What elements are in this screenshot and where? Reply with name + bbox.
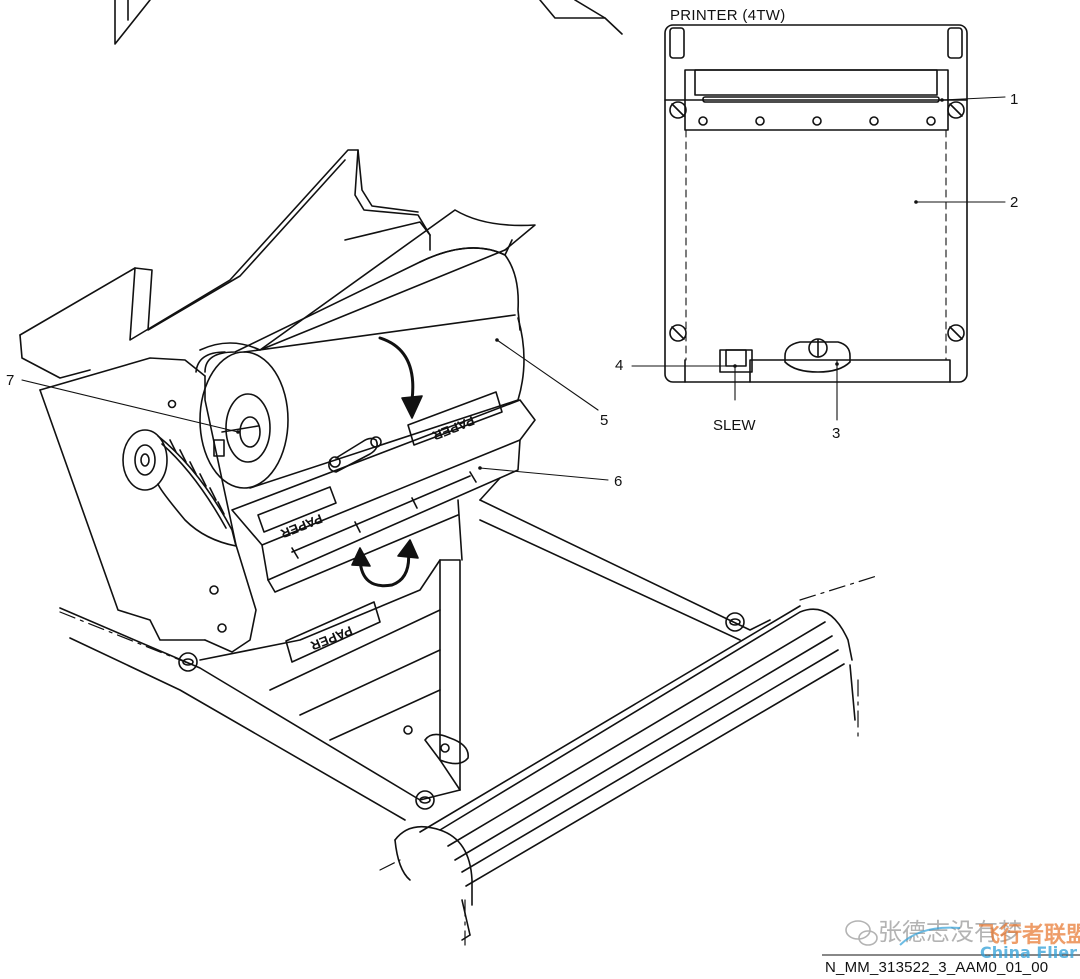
callout-1: 1 [1010, 91, 1018, 108]
callout-3: 3 [832, 425, 840, 442]
watermark: 张德志没有梦 飞行者联盟 China Flier [845, 918, 1080, 962]
paper-marking-left: PAPER [278, 511, 325, 542]
paper-guide [231, 391, 536, 593]
printer-tray-frame [59, 477, 771, 821]
paper-roll [195, 209, 536, 489]
china-flier-logo: 飞行者联盟 China Flier [899, 922, 1080, 962]
wechat-icon [845, 920, 878, 946]
logo-en: China Flier [980, 943, 1077, 962]
callout-5: 5 [600, 412, 608, 429]
printer-front-panel [664, 24, 968, 383]
back-mounting-plate [19, 149, 431, 379]
callout-7: 7 [6, 372, 14, 389]
slew-label: SLEW [713, 417, 756, 434]
callout-leaders [21, 96, 1006, 481]
hidden-lines [59, 574, 881, 946]
drive-belt [122, 429, 237, 547]
watermark-text: 张德志没有梦 [878, 918, 1022, 946]
rotation-arrow [351, 539, 419, 588]
left-side-plate [39, 357, 257, 653]
printer-panel-dashed-edges [685, 129, 947, 361]
cropped-top-shapes [114, 0, 623, 45]
figure-reference: N_MM_313522_3_AAM0_01_00 [825, 959, 1048, 976]
paper-marking-right: PAPER [430, 413, 477, 444]
callout-2: 2 [1010, 194, 1018, 211]
printer-panel-title: PRINTER (4TW) [670, 7, 786, 24]
callout-6: 6 [614, 473, 622, 490]
callout-dots [236, 98, 944, 470]
callout-4: 4 [615, 357, 623, 374]
logo-cn: 飞行者联盟 [978, 922, 1080, 948]
front-handle-rail [394, 605, 856, 941]
